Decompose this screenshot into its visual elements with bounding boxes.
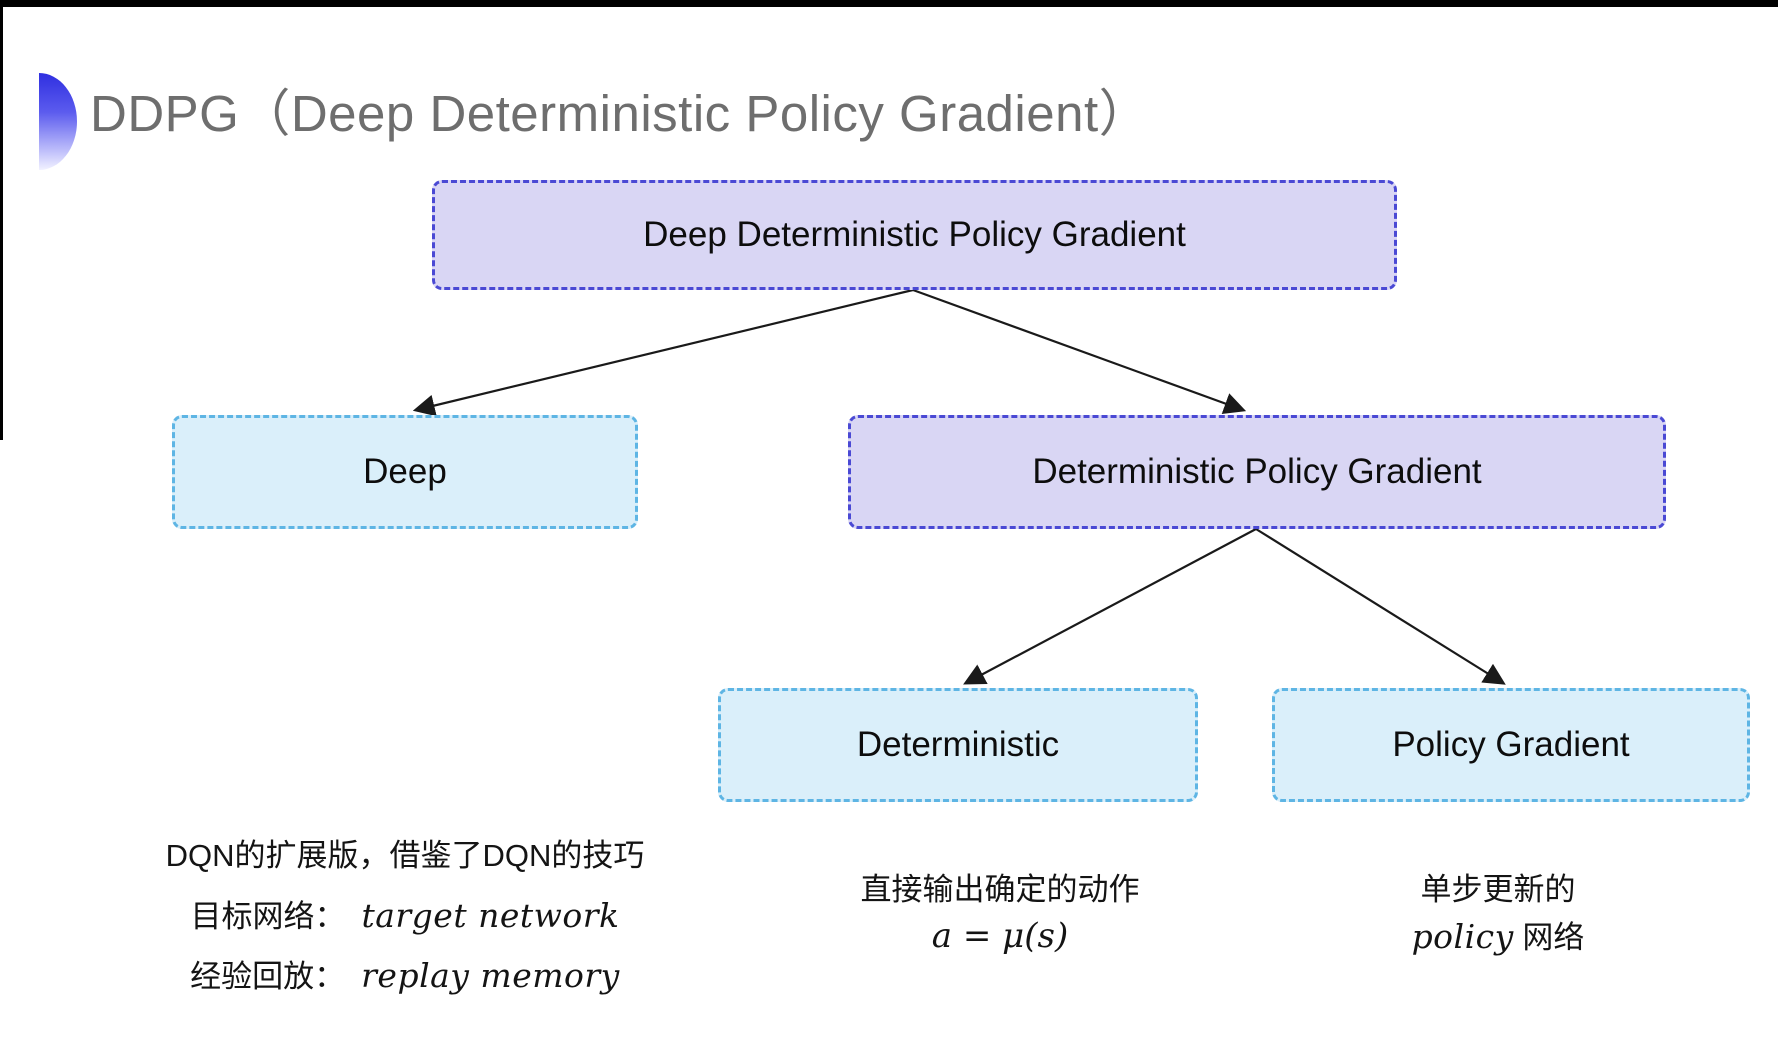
annotation-deep-line2-term: target network	[361, 896, 620, 935]
node-label: Deep	[363, 452, 447, 491]
annotation-policy-gradient: 单步更新的 policy 网络	[1288, 866, 1708, 960]
annotation-deterministic-line1: 直接输出确定的动作	[860, 872, 1140, 907]
node-label: Deterministic Policy Gradient	[1032, 452, 1482, 491]
annotation-deep-line3: 经验回放： replay memory	[130, 946, 680, 1006]
node-policy-gradient: Policy Gradient	[1272, 688, 1750, 802]
node-label: Deterministic	[856, 725, 1060, 764]
node-label: Policy Gradient	[1392, 725, 1630, 764]
annotation-deep: DQN的扩展版，借鉴了DQN的技巧 目标网络： target network 经验…	[130, 826, 680, 1006]
annotation-policy-gradient-line1: 单步更新的	[1420, 872, 1576, 907]
edge-root-deep	[412, 288, 914, 417]
node-deep-deterministic-policy-gradient: Deep Deterministic Policy Gradient	[432, 180, 1397, 290]
edge-dpg-deterministic	[963, 528, 1257, 685]
annotation-policy-gradient-term: policy	[1411, 917, 1514, 956]
edge-dpg-policy-gradient	[1255, 528, 1506, 685]
annotation-deep-line2: 目标网络： target network	[130, 886, 680, 946]
annotation-deep-line2-label: 目标网络：	[190, 899, 346, 934]
annotation-deterministic-formula: a = μ(s)	[931, 916, 1069, 956]
node-deterministic-policy-gradient: Deterministic Policy Gradient	[848, 415, 1666, 529]
page-title: DDPG（Deep Deterministic Policy Gradient）	[90, 85, 1151, 142]
left-frame-bar	[0, 0, 3, 440]
title-bullet-icon	[39, 73, 77, 170]
node-deterministic: Deterministic	[718, 688, 1198, 802]
node-label: Deep Deterministic Policy Gradient	[643, 215, 1186, 254]
annotation-deterministic: 直接输出确定的动作 a = μ(s)	[790, 866, 1210, 960]
edge-root-dpg	[912, 288, 1247, 414]
annotation-policy-gradient-line2: policy 网络	[1288, 913, 1708, 960]
annotation-deep-line3-label: 经验回放：	[190, 959, 346, 994]
annotation-policy-gradient-suffix: 网络	[1513, 920, 1585, 955]
node-deep: Deep	[172, 415, 638, 529]
annotation-deep-line3-term: replay memory	[361, 956, 620, 995]
top-frame-bar	[0, 0, 1778, 7]
annotation-deep-line1: DQN的扩展版，借鉴了DQN的技巧	[165, 838, 645, 873]
